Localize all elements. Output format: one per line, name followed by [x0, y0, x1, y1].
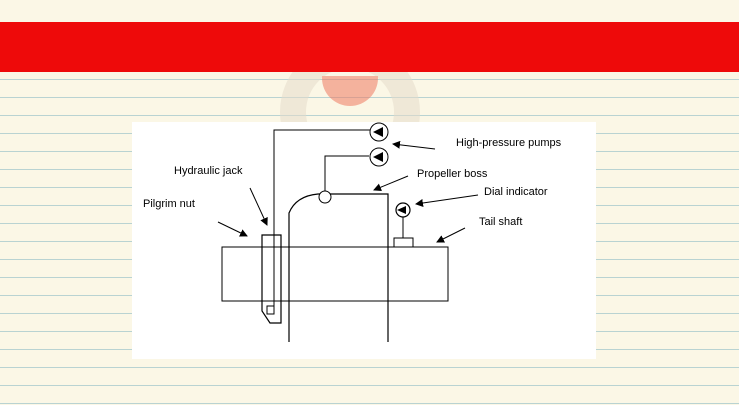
label-pilgrim-nut: Pilgrim nut: [143, 198, 195, 210]
diagram-panel: [132, 122, 596, 359]
arrow-pilgrim-nut: [217, 221, 248, 237]
arrow-dial-indicator: [415, 194, 479, 207]
arrow-hydraulic-jack: [249, 187, 268, 226]
label-dial-indicator: Dial indicator: [484, 186, 548, 198]
title-band: [0, 22, 739, 72]
boss-oil-inlet: [318, 190, 332, 204]
pilgrim-nut-shape: [261, 234, 282, 324]
arrow-tail-shaft: [436, 227, 466, 243]
slide-top-margin: [0, 0, 739, 22]
dial-indicator-base: [393, 237, 414, 248]
boss-pressure-pipe: [324, 155, 369, 192]
arrow-high-pressure-pumps: [392, 140, 436, 150]
propeller-boss-shape: [288, 193, 389, 342]
arrow-propeller-boss: [373, 175, 409, 192]
hydraulic-jack-shape: [266, 305, 275, 315]
label-high-pressure-pumps: High-pressure pumps: [456, 137, 562, 149]
tail-shaft-shape: [221, 246, 449, 302]
label-tail-shaft: Tail shaft: [479, 216, 523, 228]
jack-pressure-pipe: [273, 129, 370, 306]
label-propeller-boss: Propeller boss: [417, 168, 488, 180]
label-hydraulic-jack: Hydraulic jack: [174, 165, 243, 177]
